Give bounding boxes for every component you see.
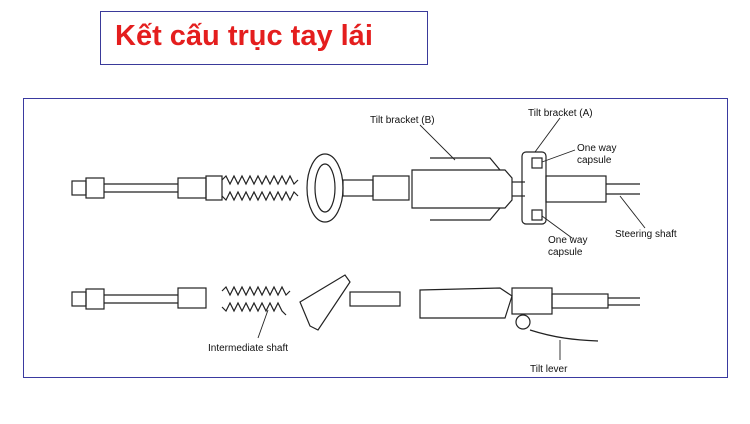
bottom-left-yoke: [71, 291, 87, 307]
top-left-joint: [85, 177, 105, 199]
title-box: Kết cấu trục tay lái: [100, 11, 428, 65]
bottom-bellows-upper: [221, 285, 291, 297]
leader-one-way-bottom: [541, 215, 573, 239]
bottom-left-joint: [85, 288, 105, 310]
label-one-way-bottom-line2: capsule: [548, 247, 583, 258]
leader-intermediate-shaft: [257, 309, 269, 339]
label-tilt-bracket-b: Tilt bracket (B): [370, 115, 435, 126]
label-tilt-bracket-a: Tilt bracket (A): [528, 108, 593, 119]
label-one-way-top-line1: One way: [577, 143, 616, 154]
page-title: Kết cấu trục tay lái: [115, 20, 373, 52]
top-flange-inner: [314, 163, 336, 213]
top-right-joint: [372, 175, 410, 201]
label-one-way-top-line2: capsule: [577, 155, 612, 166]
one-way-capsule-top: [531, 157, 543, 169]
diagram-frame: [23, 98, 728, 378]
bottom-mid-shaft: [349, 291, 401, 307]
bottom-column-body: [419, 287, 513, 319]
bottom-assembly: [71, 274, 640, 342]
leader-steering-shaft: [619, 195, 646, 229]
leader-lines: [257, 117, 646, 360]
bottom-bellows-lower: [221, 301, 287, 316]
top-assembly: [71, 151, 640, 225]
tilt-lever-pivot: [515, 314, 531, 330]
steering-shaft-tube: [545, 175, 607, 203]
bottom-tilt-bracket: [511, 287, 553, 315]
top-collar: [205, 175, 223, 201]
bottom-mid-joint: [177, 287, 207, 309]
leader-tilt-bracket-b: [419, 124, 456, 161]
bottom-mount-bracket: [299, 274, 351, 331]
top-mid-joint: [177, 177, 207, 199]
top-bellows-lower: [221, 190, 299, 202]
top-column-body: [411, 169, 513, 209]
tilt-bracket-b-shape: [430, 157, 501, 221]
top-bellows-upper: [221, 174, 299, 186]
label-steering-shaft: Steering shaft: [615, 229, 677, 240]
top-flange-shaft: [342, 179, 374, 197]
one-way-capsule-bottom: [531, 209, 543, 221]
leader-one-way-top: [541, 149, 576, 163]
label-tilt-lever: Tilt lever: [530, 364, 568, 375]
top-left-yoke: [71, 180, 87, 196]
tilt-lever-arm: [529, 329, 599, 342]
label-intermediate-shaft: Intermediate shaft: [208, 343, 288, 354]
bottom-steering-tube: [551, 293, 609, 309]
leader-tilt-bracket-a: [534, 117, 561, 153]
label-one-way-bottom-line1: One way: [548, 235, 587, 246]
